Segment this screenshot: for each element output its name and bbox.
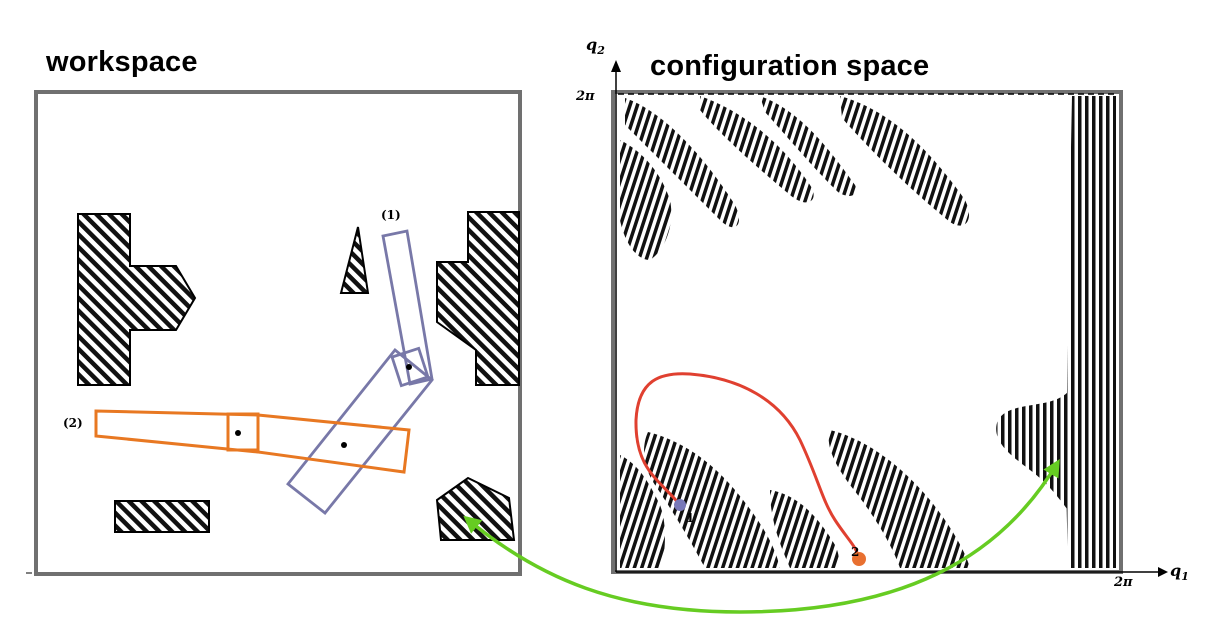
c-obstacle-bottom-center xyxy=(770,490,839,568)
config-point-2-label: 2 xyxy=(851,545,859,559)
q2-max-label: 2π xyxy=(575,89,595,104)
c-obstacle-bottom-right xyxy=(828,430,970,568)
robot-2-joint-dot xyxy=(235,430,241,436)
c-obstacle-right-blob xyxy=(996,392,1068,510)
c-obstacle-top-streak-2 xyxy=(700,96,814,203)
configuration-space-title: configuration space xyxy=(650,50,930,82)
robot-configuration-1 xyxy=(286,229,434,515)
correspondence-arrow xyxy=(463,458,1060,614)
robot-1-joint-dot xyxy=(406,364,412,370)
c-obstacle-right-band xyxy=(1066,96,1116,568)
robot-2-link-left xyxy=(94,409,260,454)
q1-max-label: 2π xyxy=(1113,575,1133,590)
q2-axis-label: q2 xyxy=(586,35,605,57)
obstacle-pentagon xyxy=(435,476,516,541)
c-obstacle-left-column xyxy=(620,140,672,260)
robot-label-2: (2) xyxy=(63,416,83,430)
q2-axis-arrow xyxy=(611,60,621,72)
c-obstacle-top-streak-1 xyxy=(625,98,740,228)
c-space-obstacles xyxy=(620,96,1116,568)
q1-axis-label: q1 xyxy=(1170,561,1189,583)
robot-2-joint-box xyxy=(226,412,260,452)
robot-label-1: (1) xyxy=(381,208,401,222)
obstacle-t-shape xyxy=(77,213,197,386)
obstacle-small-triangle xyxy=(339,226,370,294)
robot-2-end-dot xyxy=(341,442,347,448)
c-obstacle-top-streak-4 xyxy=(840,96,970,226)
obstacle-bottom-bar xyxy=(114,500,210,533)
robot-1-link-lower xyxy=(286,348,434,515)
obstacle-right-block xyxy=(436,211,520,386)
config-point-2 xyxy=(852,552,866,566)
robot-1-joint-box xyxy=(390,346,430,388)
workspace-title: workspace xyxy=(46,46,198,78)
q1-axis-arrow xyxy=(1158,567,1168,577)
robot-configuration-2 xyxy=(94,409,411,474)
robot-2-link-right xyxy=(256,413,411,474)
c-obstacle-top-streak-3 xyxy=(760,96,857,196)
config-point-1-label: 1 xyxy=(686,511,694,525)
config-point-1 xyxy=(674,499,686,511)
